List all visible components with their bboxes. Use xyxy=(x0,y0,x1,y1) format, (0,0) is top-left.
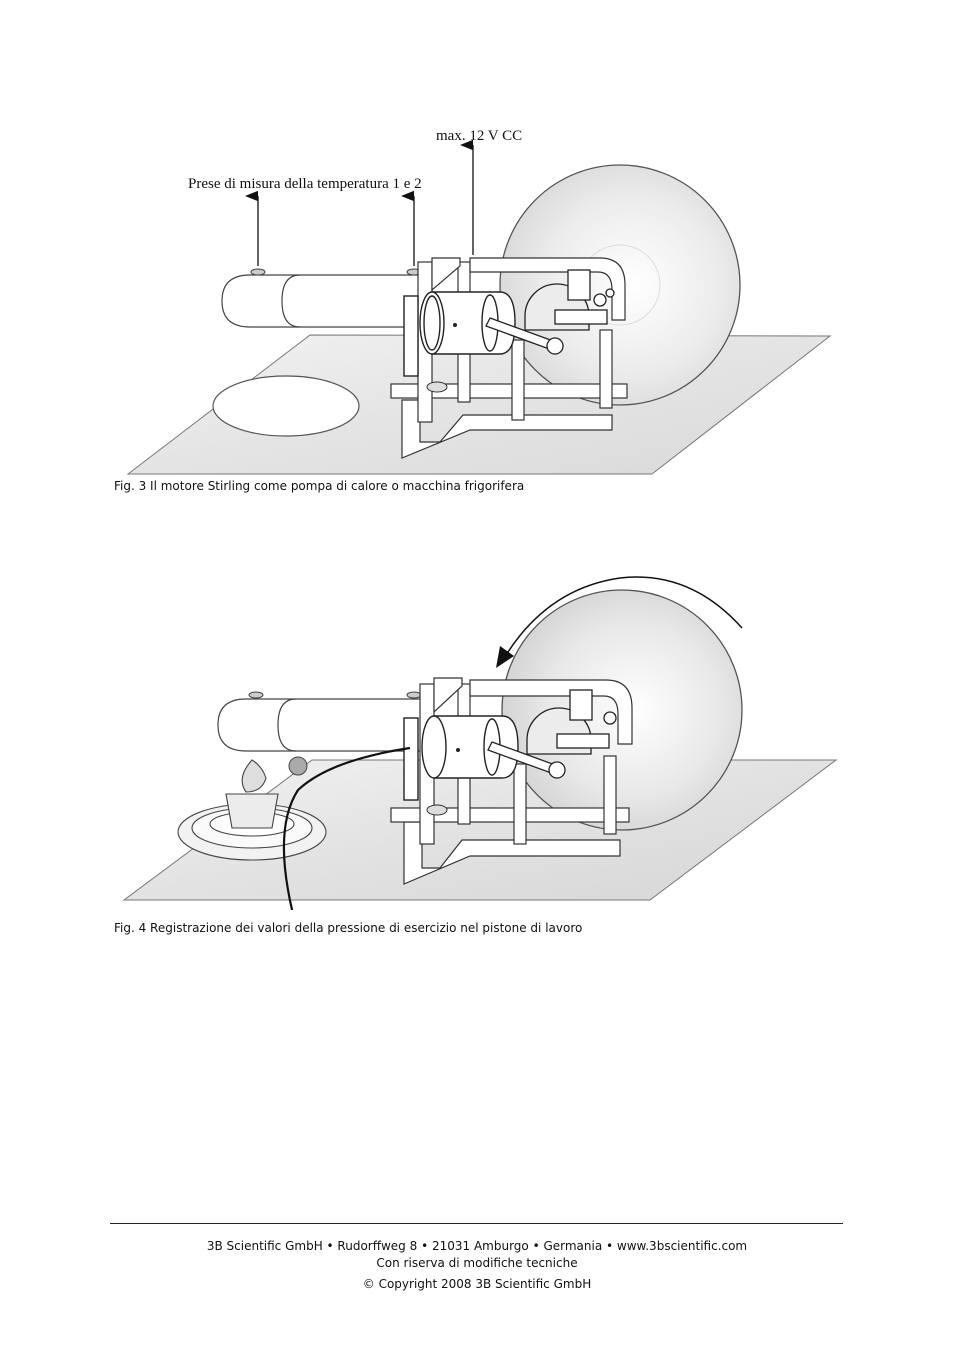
voltage-label: max. 12 V CC xyxy=(436,128,522,144)
working-cylinder xyxy=(403,291,516,377)
figure-4-caption: Fig. 4 Registrazione dei valori della pr… xyxy=(114,921,583,935)
temperature-socket-1 xyxy=(250,268,266,276)
figure-3-illustration: max. 12 V CC Prese di misura della tempe… xyxy=(126,128,832,475)
sensor-ball xyxy=(288,756,308,776)
figure-4-illustration xyxy=(122,576,838,910)
pressure-sensor-cable xyxy=(282,746,411,910)
hot-tube xyxy=(217,698,431,752)
rotation-arrow xyxy=(507,576,743,653)
footer-address: 3B Scientific GmbH • Rudorffweg 8 • 2103… xyxy=(206,1239,748,1253)
plate-opening xyxy=(212,375,360,437)
working-cylinder xyxy=(403,715,519,801)
figure-3-caption: Fig. 3 Il motore Stirling come pompa di … xyxy=(114,479,525,493)
footer-notice: Con riserva di modifiche tecniche xyxy=(376,1256,578,1270)
footer-divider xyxy=(110,1223,843,1224)
cold-tube xyxy=(221,274,431,328)
footer-copyright: © Copyright 2008 3B Scientific GmbH xyxy=(362,1277,592,1291)
sockets-label: Prese di misura della temperatura 1 e 2 xyxy=(188,176,422,192)
crank-mechanism xyxy=(487,689,617,779)
spirit-burner xyxy=(177,759,327,861)
crank-mechanism xyxy=(485,269,615,355)
